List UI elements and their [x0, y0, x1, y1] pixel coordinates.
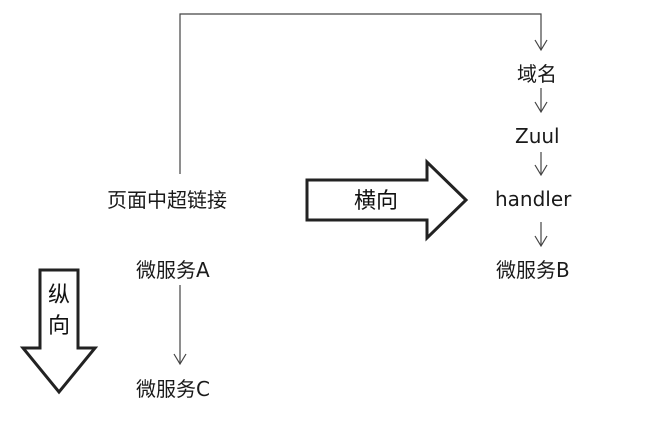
horizontal-block-arrow	[305, 158, 469, 242]
arrowhead-domain	[534, 39, 548, 52]
node-microservice-b: 微服务B	[496, 258, 570, 282]
node-microservice-c: 微服务C	[136, 377, 210, 401]
horizontal-arrow-label: 横向	[354, 189, 398, 214]
arrowhead-microservice-c	[173, 353, 187, 366]
node-page-hyperlink: 页面中超链接	[107, 188, 227, 212]
arrowhead-zuul	[534, 101, 548, 114]
vertical-arrow-label-bottom: 向	[48, 314, 70, 339]
node-handler: handler	[495, 187, 572, 211]
arrowhead-handler	[534, 164, 548, 177]
vertical-arrow-label-top: 纵	[48, 283, 70, 308]
connector-page-to-domain	[179, 13, 542, 174]
node-microservice-a: 微服务A	[136, 258, 210, 282]
node-domain-name: 域名	[517, 62, 557, 86]
node-zuul: Zuul	[515, 124, 560, 148]
vertical-block-arrow	[19, 268, 99, 395]
arrowhead-microservice-b	[534, 235, 548, 248]
